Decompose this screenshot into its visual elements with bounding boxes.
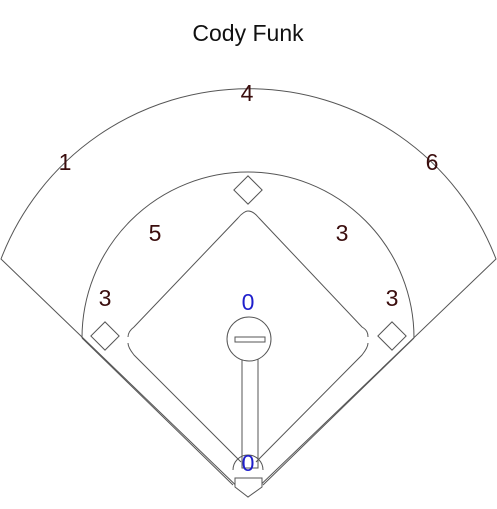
first-base-line-inner [262, 337, 415, 486]
zone-left-field: 1 [59, 149, 72, 175]
second-base [233, 175, 263, 205]
third-base-line-inner [81, 337, 234, 486]
base-path-home-third [127, 342, 242, 463]
home-plate-arc [232, 454, 264, 471]
home-plate [234, 477, 263, 498]
zone-left-center-infield: 5 [149, 220, 162, 246]
zone-third-base-area: 3 [99, 285, 112, 311]
player-name: Cody Funk [192, 20, 304, 46]
zone-right-center-infield: 3 [336, 220, 349, 246]
third-base [90, 321, 120, 351]
base-path-first-home [255, 342, 369, 463]
pitchers-rubber [234, 336, 266, 343]
base-path-second-first [247, 210, 369, 338]
outfield-boundary [0, 88, 497, 498]
infield-arc [81, 171, 415, 339]
base-path-third-second [127, 210, 249, 338]
zone-right-field: 6 [426, 149, 439, 175]
first-base [377, 321, 407, 351]
zone-center-field: 4 [241, 80, 254, 106]
zone-catcher: 0 [242, 450, 255, 476]
zone-first-base-area: 3 [386, 285, 399, 311]
zone-pitcher: 0 [242, 289, 255, 315]
